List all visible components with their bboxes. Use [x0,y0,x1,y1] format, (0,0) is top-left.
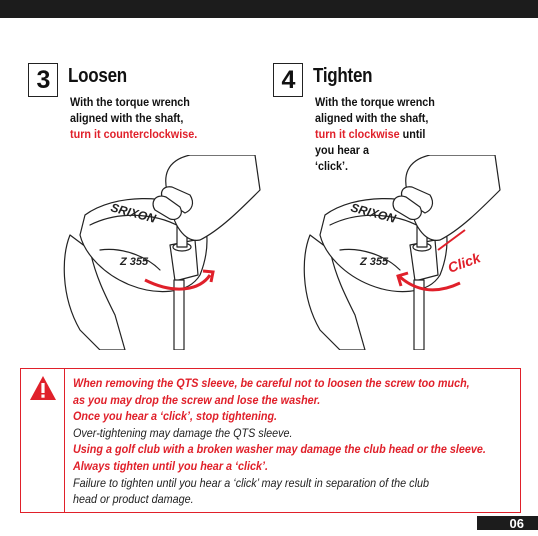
arrow-head-icon [396,271,409,287]
warning-box: When removing the QTS sleeve, be careful… [20,368,521,513]
step-title: Loosen [68,65,127,87]
model-label: Z 355 [119,256,149,268]
warning-line: Always tighten until you hear a ‘click’. [73,458,269,473]
warning-icon-cell [21,369,65,512]
warning-line: as you may drop the screw and lose the w… [73,392,321,407]
warning-line: head or product damage. [73,492,194,507]
step-description: With the torque wrench aligned with the … [315,94,477,174]
page-number: 06 [477,516,538,531]
step-text-line: aligned with the shaft, [70,111,184,125]
click-label: Click [446,249,484,276]
step-text-line: ‘click’. [315,159,349,173]
warning-line: Using a golf club with a broken washer m… [73,442,486,457]
step-text-line: you hear a [315,143,370,157]
step-description: With the torque wrench aligned with the … [70,94,232,142]
tighten-illustration: SRIXON Z 355 Click [303,155,501,350]
loosen-illustration: SRIXON Z 355 [63,155,261,350]
warning-line: Once you hear a ‘click’, stop tightening… [73,409,278,424]
counterclockwise-arrow-icon [144,274,212,291]
step-number: 3 [28,63,58,97]
step-title: Tighten [313,65,373,87]
step-text-line: With the torque wrench [315,95,435,109]
clockwise-arrow-icon [399,275,461,292]
warning-text: When removing the QTS sleeve, be careful… [73,375,496,508]
step-text-line: aligned with the shaft, [315,111,429,125]
model-label: Z 355 [359,256,389,268]
step-text-line: With the torque wrench [70,95,190,109]
warning-line: Over-tightening may damage the QTS sleev… [73,425,293,440]
warning-triangle-icon [30,376,56,400]
click-mark-icon [437,229,466,251]
warning-line: When removing the QTS sleeve, be careful… [73,376,470,390]
arrow-head-icon [202,269,215,283]
step-highlight: turn it clockwise [315,127,400,141]
warning-line: Failure to tighten until you hear a ‘cli… [73,475,429,490]
step-highlight: turn it counterclockwise. [70,127,198,141]
step-number: 4 [273,63,303,97]
top-bar [0,0,538,18]
step-text-fragment: until [399,127,426,141]
